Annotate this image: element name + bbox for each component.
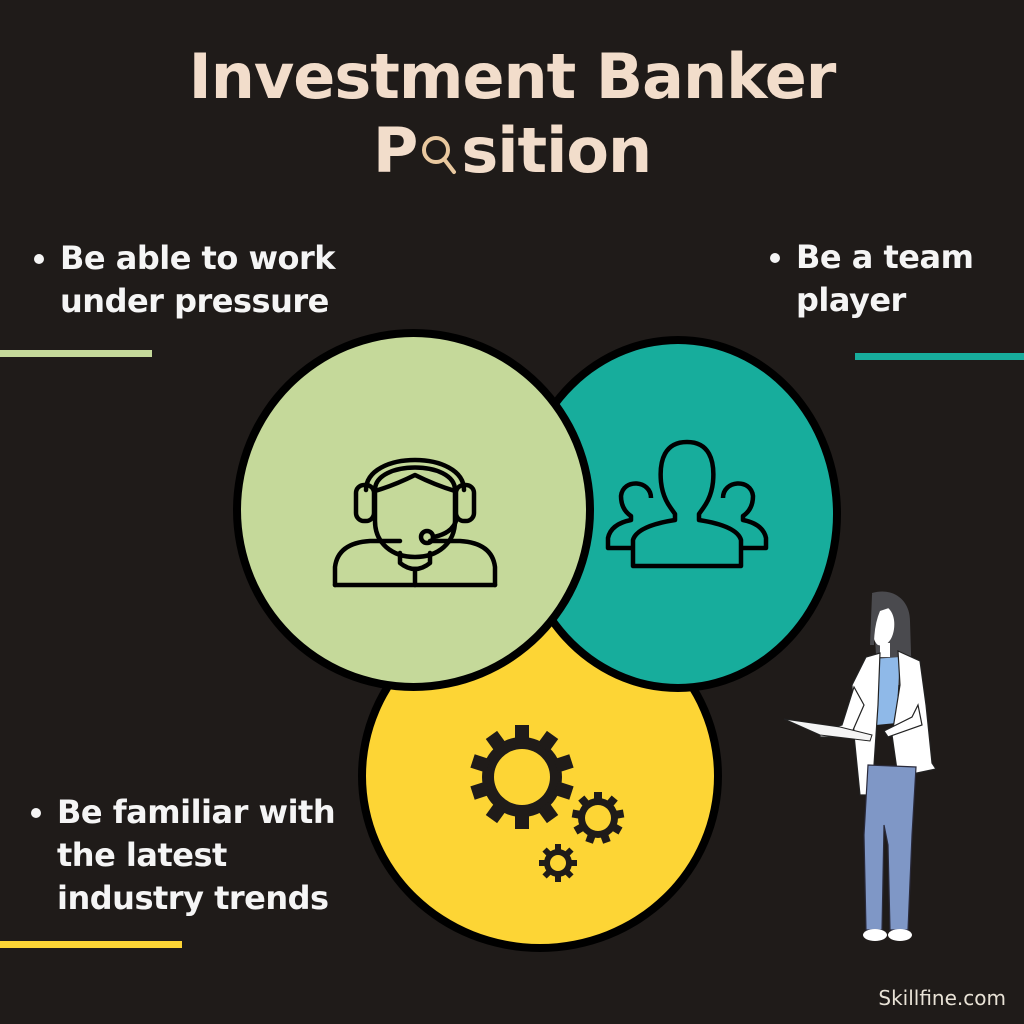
- bullet-team-player: Be a team player: [770, 236, 974, 322]
- title-prefix: P: [372, 114, 418, 187]
- bullet-text: Be familiar with: [57, 793, 336, 831]
- bullet-text: the latest: [57, 836, 227, 874]
- gears-icon: [470, 725, 625, 882]
- bullet-text: industry trends: [57, 879, 329, 917]
- headset-support-icon: [332, 457, 498, 588]
- bullet-text: player: [796, 281, 906, 319]
- bullet-industry-trends: Be familiar with the latest industry tre…: [31, 791, 336, 920]
- bullet-dot: [31, 808, 41, 818]
- bullet-dot: [34, 254, 44, 264]
- bullet-text: Be a team: [796, 238, 974, 276]
- businesswoman-illustration: [783, 591, 937, 941]
- bullet-text: under pressure: [60, 282, 329, 320]
- accent-rule-teal: [855, 353, 1024, 360]
- bullet-text: Be able to work: [60, 239, 336, 277]
- accent-rule-green: [0, 350, 152, 357]
- magnifier-icon: [422, 136, 457, 174]
- bullet-work-under-pressure: Be able to work under pressure: [34, 237, 336, 323]
- title-suffix: sition: [461, 114, 652, 187]
- team-group-icon: [605, 439, 769, 569]
- bullet-dot: [770, 253, 780, 263]
- footer-brand: Skillfine.com: [878, 986, 1006, 1010]
- circle-green: [233, 329, 594, 691]
- accent-rule-yellow: [0, 941, 182, 948]
- title-line-1: Investment Banker: [188, 40, 837, 113]
